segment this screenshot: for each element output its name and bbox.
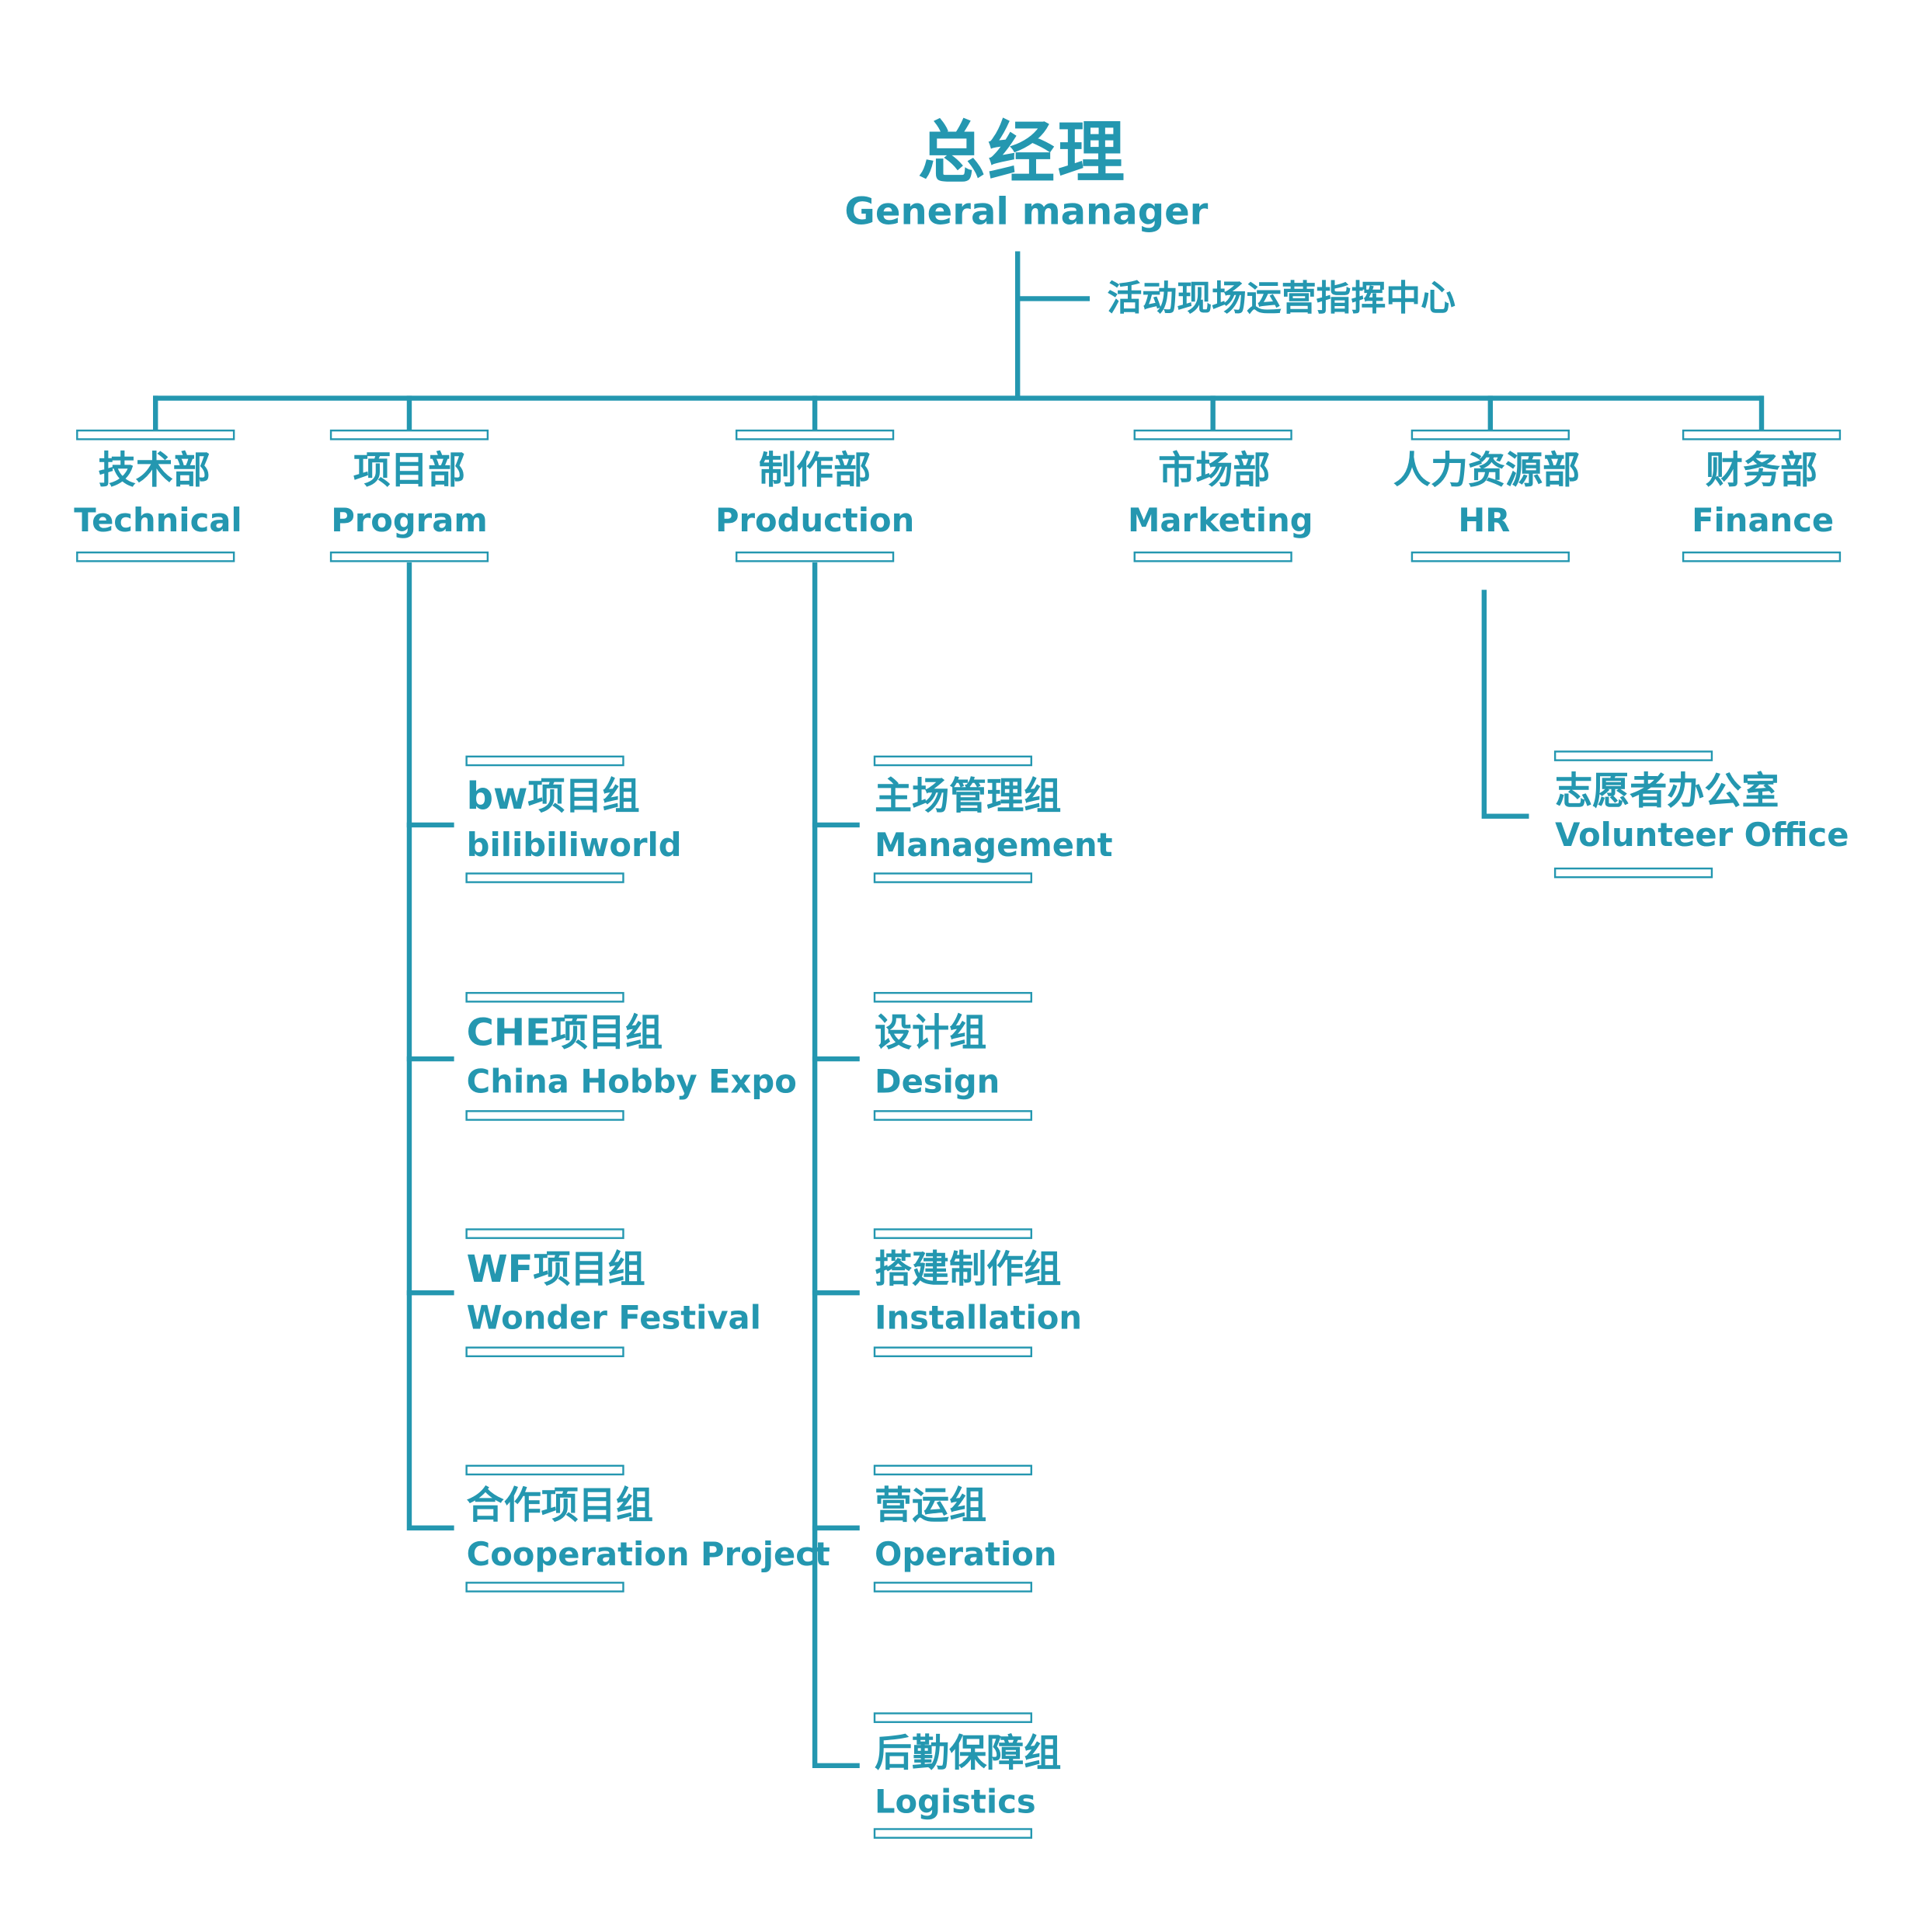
program-group-wf-cn: WF项目组 [466,1248,645,1292]
dept-finance-cn: 财务部 [1705,449,1818,493]
hr-group-top-bar [1553,750,1713,761]
dept-top-bar [736,429,895,440]
production-group-management-en: Management [874,827,1113,865]
production-trunk-line [812,562,860,1769]
production-group-operation-cn: 营运组 [874,1484,987,1528]
hr-group-volunteer-en: Volunteer Office [1555,817,1849,855]
production-group-top-bar [873,1228,1033,1239]
production-group-logistics-en: Logistics [874,1784,1036,1822]
dept-top-bar [76,429,235,440]
program-group-top-bar [465,1228,624,1239]
dept-top-bar [1682,429,1842,440]
program-group-che-cn: CHE项目组 [466,1011,663,1056]
production-group-design-cn: 设计组 [874,1011,987,1056]
dept-production-en: Production [715,503,915,541]
dept-top-bar [1133,429,1292,440]
dept-top-bar [1410,429,1570,440]
dept-bottom-bar [329,551,489,562]
dept-technical-en: Technical [74,503,242,541]
hr-branch-line [1481,590,1529,819]
production-group-bottom-bar [873,1110,1033,1121]
production-group-design-en: Design [874,1063,1000,1102]
hr-group-volunteer-cn: 志愿者办公室 [1555,770,1779,814]
production-group-bottom-bar [873,1582,1033,1593]
command-center-label: 活动现场运营指挥中心 [1107,277,1456,319]
program-group-bottom-bar [465,1346,624,1358]
dept-bottom-bar [76,551,235,562]
dept-marketing-en: Marketing [1127,503,1313,541]
dept-production-cn: 制作部 [759,449,871,493]
production-group-installation-cn: 搭建制作组 [874,1248,1062,1292]
production-group-management-cn: 主场管理组 [874,775,1062,819]
dept-hr-en: HR [1458,503,1511,541]
production-group-installation-en: Installation [874,1300,1083,1338]
program-group-coop-cn: 合作项目组 [466,1484,653,1528]
dept-top-bar [329,429,489,440]
dept-marketing-cn: 市场部 [1158,449,1271,493]
program-group-wf-en: Wonder Festival [466,1300,761,1338]
production-group-top-bar [873,991,1033,1003]
production-group-top-bar [873,1464,1033,1476]
program-group-bottom-bar [465,1110,624,1121]
program-group-bw-en: bilibiliworld [466,827,682,865]
dept-technical-cn: 技术部 [98,449,210,493]
dept-bottom-bar [1682,551,1842,562]
production-group-bottom-bar [873,1828,1033,1839]
dept-bottom-bar [736,551,895,562]
dept-bottom-bar [1410,551,1570,562]
program-group-coop-en: Cooperation Project [466,1537,830,1575]
program-group-top-bar [465,755,624,767]
program-group-top-bar [465,991,624,1003]
production-group-bottom-bar [873,872,1033,883]
dept-bottom-bar [1133,551,1292,562]
production-group-bottom-bar [873,1346,1033,1358]
dept-program-cn: 项目部 [353,449,466,493]
program-group-che-en: China Hobby Expo [466,1063,797,1102]
production-group-operation-en: Operation [874,1537,1057,1575]
program-group-bw-cn: bw项目组 [466,775,640,819]
root-title-cn: 总经理 [918,113,1128,192]
production-group-logistics-cn: 后勤保障组 [874,1732,1062,1776]
hr-group-bottom-bar [1553,867,1713,879]
program-group-bottom-bar [465,1582,624,1593]
dept-hr-cn: 人力资源部 [1393,449,1581,493]
program-group-top-bar [465,1464,624,1476]
production-group-top-bar [873,755,1033,767]
program-trunk-line [406,562,454,1531]
dept-program-en: Program [331,503,488,541]
dept-finance-en: Finance [1692,503,1835,541]
program-group-bottom-bar [465,872,624,883]
production-group-top-bar [873,1712,1033,1723]
root-title-en: General manager [844,190,1209,235]
